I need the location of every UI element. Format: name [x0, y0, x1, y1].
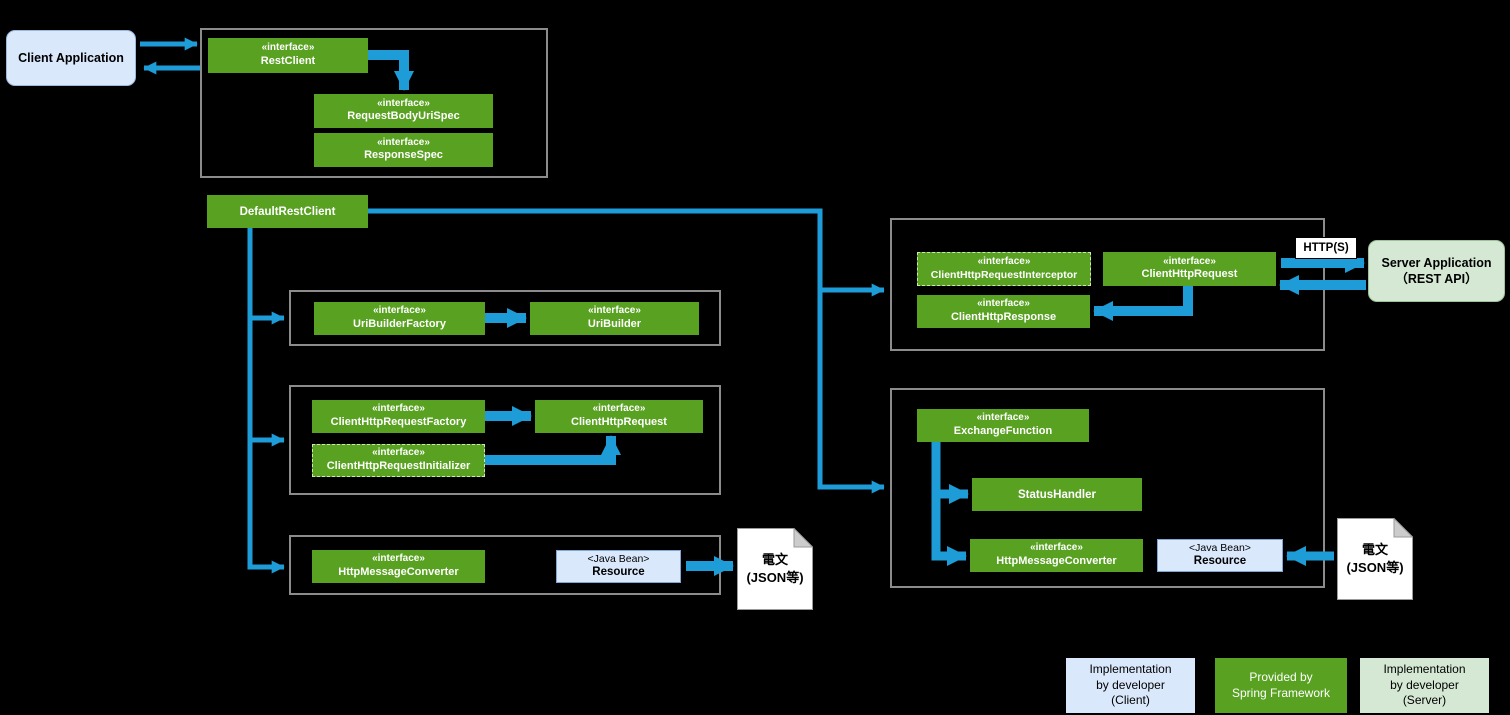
node-clienthttprequestinitializer-stereotype: «interface»: [372, 447, 425, 459]
node-exchangefunction: «interface» ExchangeFunction: [917, 409, 1089, 442]
node-responsespec-name: ResponseSpec: [364, 149, 443, 162]
node-exchangefunction-name: ExchangeFunction: [953, 424, 1053, 437]
client-application-label: Client Application: [18, 51, 124, 65]
node-clienthttprequestfactory-stereotype: «interface»: [372, 403, 425, 415]
node-responsespec: «interface» ResponseSpec: [314, 133, 493, 167]
legend-spring-label: Provided by Spring Framework: [1231, 669, 1331, 700]
server-application-node: Server Application （REST API）: [1368, 240, 1505, 302]
node-defaultrestclient-name: DefaultRestClient: [239, 205, 336, 218]
node-clienthttprequestfactory: «interface» ClientHttpRequestFactory: [312, 400, 485, 433]
node-uribuilder: «interface» UriBuilder: [530, 302, 699, 335]
legend-implementation-server: Implementation by developer (Server): [1360, 658, 1489, 713]
http-protocol-label: HTTP(S): [1295, 237, 1357, 259]
legend-provided-by-spring: Provided by Spring Framework: [1215, 658, 1347, 713]
group-exchangefunction: [890, 388, 1325, 588]
legend-implementation-client: Implementation by developer (Client): [1066, 658, 1195, 713]
node-uribuilderfactory-stereotype: «interface»: [373, 305, 426, 317]
node-statushandler: StatusHandler: [972, 478, 1142, 511]
node-resource-left: <Java Bean> Resource: [556, 550, 681, 583]
node-resource-left-stereotype: <Java Bean>: [587, 553, 650, 566]
document-node-left: 電文 (JSON等): [737, 528, 813, 610]
document-node-right: 電文 (JSON等): [1337, 518, 1413, 600]
client-application-node: Client Application: [6, 30, 136, 86]
document-right-label: 電文 (JSON等): [1346, 542, 1404, 575]
node-exchangefunction-stereotype: «interface»: [976, 412, 1030, 424]
node-clienthttprequest-left-stereotype: «interface»: [592, 403, 646, 415]
node-requestbodyurispec-stereotype: «interface»: [377, 97, 430, 109]
node-clienthttprequestfactory-name: ClientHttpRequestFactory: [330, 415, 467, 428]
node-httpmessageconverter-right-stereotype: «interface»: [1030, 542, 1083, 554]
node-uribuilderfactory: «interface» UriBuilderFactory: [314, 302, 485, 335]
node-clienthttpresponse: «interface» ClientHttpResponse: [917, 295, 1090, 328]
node-clienthttprequestinitializer: «interface» ClientHttpRequestInitializer: [312, 444, 485, 477]
node-clienthttpresponse-name: ClientHttpResponse: [950, 310, 1057, 323]
node-httpmessageconverter-left-stereotype: «interface»: [372, 553, 425, 565]
node-httpmessageconverter-left-name: HttpMessageConverter: [338, 565, 459, 578]
node-clienthttprequestinterceptor: «interface» ClientHttpRequestInterceptor: [917, 252, 1091, 286]
node-resource-right-stereotype: <Java Bean>: [1189, 542, 1251, 555]
node-restclient: «interface» RestClient: [208, 38, 368, 73]
legend-server-label: Implementation by developer (Server): [1383, 662, 1466, 708]
node-clienthttprequestinterceptor-stereotype: «interface»: [977, 256, 1031, 268]
node-clienthttprequestinitializer-name: ClientHttpRequestInitializer: [326, 459, 471, 472]
node-uribuilder-stereotype: «interface»: [588, 305, 641, 317]
node-httpmessageconverter-right-name: HttpMessageConverter: [996, 554, 1117, 567]
document-icon: [1337, 518, 1413, 600]
node-resource-left-name: Resource: [592, 565, 645, 578]
node-clienthttprequest-right-name: ClientHttpRequest: [1141, 268, 1238, 281]
node-clienthttprequest-right: «interface» ClientHttpRequest: [1103, 252, 1276, 286]
node-responsespec-stereotype: «interface»: [377, 136, 430, 148]
http-protocol-text: HTTP(S): [1303, 242, 1349, 254]
node-restclient-name: RestClient: [260, 54, 316, 67]
node-clienthttprequestinterceptor-name: ClientHttpRequestInterceptor: [930, 268, 1078, 281]
node-resource-right: <Java Bean> Resource: [1157, 539, 1283, 572]
node-httpmessageconverter-right: «interface» HttpMessageConverter: [970, 539, 1143, 572]
document-icon: [737, 528, 813, 610]
arrow-defaultrestclient-trunk-to-converter-group: [247, 228, 285, 574]
node-uribuilderfactory-name: UriBuilderFactory: [353, 317, 446, 330]
document-left-label: 電文 (JSON等): [746, 552, 804, 585]
group-restclient: [200, 28, 548, 178]
node-defaultrestclient: DefaultRestClient: [207, 195, 368, 228]
node-requestbodyurispec-name: RequestBodyUriSpec: [347, 110, 460, 123]
node-clienthttprequest-left: «interface» ClientHttpRequest: [535, 400, 703, 433]
node-requestbodyurispec: «interface» RequestBodyUriSpec: [314, 94, 493, 128]
node-restclient-stereotype: «interface»: [261, 42, 315, 54]
node-clienthttpresponse-stereotype: «interface»: [977, 298, 1030, 310]
node-resource-right-name: Resource: [1193, 554, 1247, 567]
node-statushandler-name: StatusHandler: [1018, 488, 1096, 501]
node-uribuilder-name: UriBuilder: [587, 317, 642, 330]
node-clienthttprequest-left-name: ClientHttpRequest: [571, 415, 667, 428]
server-application-label: Server Application （REST API）: [1381, 255, 1492, 286]
node-httpmessageconverter-left: «interface» HttpMessageConverter: [312, 550, 485, 583]
node-clienthttprequest-right-stereotype: «interface»: [1163, 255, 1216, 267]
legend-client-label: Implementation by developer (Client): [1089, 662, 1172, 708]
